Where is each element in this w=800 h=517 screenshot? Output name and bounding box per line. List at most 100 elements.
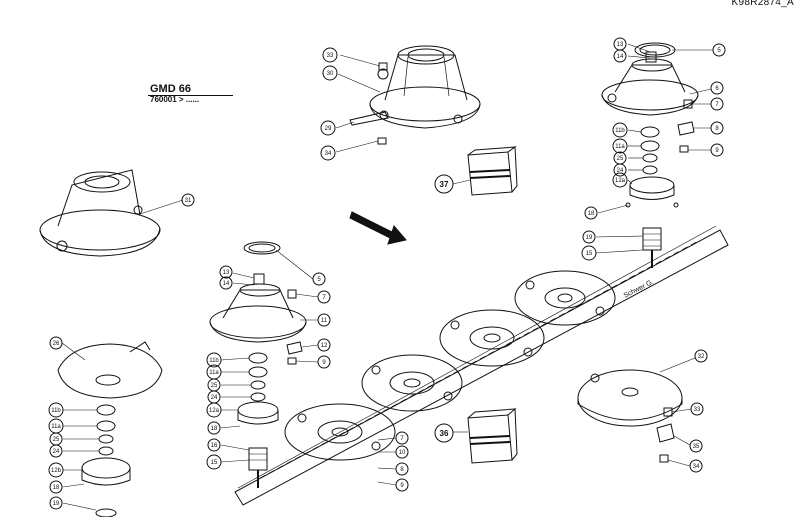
callout: 25 <box>613 151 627 165</box>
callout: 31 <box>181 193 195 207</box>
callout: 34 <box>320 145 336 161</box>
callout: 5 <box>712 43 726 57</box>
callout: 19 <box>582 230 596 244</box>
svg-text:7: 7 <box>400 436 404 442</box>
svg-text:35: 35 <box>693 444 700 450</box>
callout: 37 <box>434 174 454 194</box>
svg-text:8: 8 <box>400 467 404 473</box>
svg-text:19: 19 <box>586 235 593 241</box>
spindle-stack-mid <box>237 352 279 488</box>
svg-text:36: 36 <box>440 429 449 438</box>
callout: 8 <box>395 462 409 476</box>
svg-text:15: 15 <box>211 460 218 466</box>
svg-text:11b: 11b <box>615 128 625 134</box>
callout: 35 <box>689 439 703 453</box>
callout: 9 <box>710 143 724 157</box>
disc-1 <box>284 403 396 461</box>
svg-text:34: 34 <box>325 151 332 157</box>
callout: 14 <box>219 276 233 290</box>
callout: 9 <box>395 478 409 492</box>
disc-3 <box>439 309 545 367</box>
callout: 11 <box>317 313 331 327</box>
callout: 6 <box>710 81 724 95</box>
svg-text:32: 32 <box>698 354 705 360</box>
housing-mid-center <box>209 241 307 343</box>
svg-text:6: 6 <box>715 86 719 92</box>
callout: 33 <box>322 47 338 63</box>
callout: 25 <box>207 378 221 392</box>
direction-arrow <box>349 211 407 245</box>
callout: 11b <box>206 352 222 368</box>
callout: 29 <box>320 120 336 136</box>
callout: 24 <box>49 444 63 458</box>
leader-lines <box>61 43 713 511</box>
svg-text:24: 24 <box>211 395 218 401</box>
svg-text:9: 9 <box>322 360 326 366</box>
svg-text:33: 33 <box>694 407 701 413</box>
parts-pack-37 <box>467 146 518 196</box>
callout: 14 <box>613 49 627 63</box>
disc-32 <box>577 369 683 463</box>
model-divider <box>148 95 233 96</box>
svg-text:11b: 11b <box>51 408 61 414</box>
drawing-code: K98R2874_A <box>731 0 794 8</box>
callout: 12a <box>612 172 628 188</box>
svg-text:19: 19 <box>53 501 60 507</box>
callout: 24 <box>613 163 627 177</box>
svg-text:8: 8 <box>715 126 719 132</box>
callout: 36 <box>434 423 454 443</box>
svg-text:12: 12 <box>321 343 328 349</box>
svg-text:12a: 12a <box>615 178 626 184</box>
callout: 18 <box>584 206 598 220</box>
lever-29 <box>349 110 389 126</box>
callout: 11a <box>48 418 64 434</box>
blade-stamp-text: Schwer G. <box>623 279 655 300</box>
svg-text:7: 7 <box>715 102 719 108</box>
callout: 34 <box>689 459 703 473</box>
svg-text:18: 18 <box>588 211 595 217</box>
svg-text:12a: 12a <box>209 408 220 414</box>
housing-26 <box>57 341 163 399</box>
svg-text:18: 18 <box>211 426 218 432</box>
svg-text:29: 29 <box>325 126 332 132</box>
callout: 11a <box>612 138 628 154</box>
svg-text:11: 11 <box>321 318 328 324</box>
svg-text:11b: 11b <box>209 358 219 364</box>
svg-text:30: 30 <box>327 71 334 77</box>
bolt-34-top <box>377 137 387 145</box>
callout: 7 <box>710 97 724 111</box>
svg-text:11a: 11a <box>615 144 625 150</box>
callout: 26 <box>49 336 63 350</box>
cutter-bar <box>234 225 729 506</box>
callout: 10 <box>395 445 409 459</box>
callout: 7 <box>395 431 409 445</box>
callout: 30 <box>322 65 338 81</box>
callout: 18 <box>207 421 221 435</box>
callout: 15 <box>206 454 222 470</box>
spindle-stack-top-right <box>625 126 679 268</box>
callout: 15 <box>581 245 597 261</box>
svg-text:14: 14 <box>617 54 624 60</box>
svg-text:11a: 11a <box>51 424 61 430</box>
svg-text:11a: 11a <box>209 370 219 376</box>
svg-text:9: 9 <box>400 483 404 489</box>
bolt-33-top <box>378 62 388 71</box>
disc-4 <box>514 270 616 326</box>
svg-text:16: 16 <box>211 443 218 449</box>
callout: 11b <box>612 122 628 138</box>
svg-text:33: 33 <box>327 53 334 59</box>
disc-2 <box>361 354 463 412</box>
callout: 25 <box>49 432 63 446</box>
svg-text:12b: 12b <box>51 468 62 474</box>
svg-text:15: 15 <box>586 251 593 257</box>
callout: 12a <box>206 402 222 418</box>
small-parts-mid <box>286 341 303 365</box>
svg-text:18: 18 <box>53 485 60 491</box>
svg-text:24: 24 <box>617 168 624 174</box>
callout: 7 <box>317 290 331 304</box>
svg-text:25: 25 <box>617 156 624 162</box>
svg-text:5: 5 <box>717 48 721 54</box>
callout: 9 <box>317 355 331 369</box>
